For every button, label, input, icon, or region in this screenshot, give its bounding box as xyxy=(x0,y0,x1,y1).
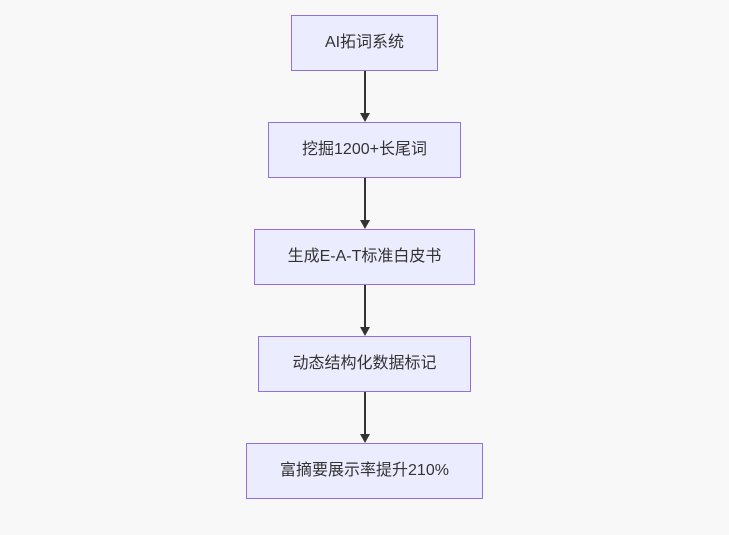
flow-node-ai-keyword-system: AI拓词系统 xyxy=(290,15,439,71)
arrowhead-down-icon xyxy=(359,327,370,336)
flow-node-rich-snippet-result: 富摘要展示率提升210% xyxy=(246,443,483,499)
arrow-line xyxy=(363,392,366,435)
flow-node-longtail-mining: 挖掘1200+长尾词 xyxy=(268,122,461,178)
flow-node-label: AI拓词系统 xyxy=(324,34,405,51)
flow-node-label: 挖掘1200+长尾词 xyxy=(302,141,427,158)
arrow-line xyxy=(363,71,366,114)
flow-node-structured-data-markup: 动态结构化数据标记 xyxy=(258,336,471,392)
flow-node-eat-whitepaper: 生成E-A-T标准白皮书 xyxy=(253,229,476,285)
flow-node-label: 生成E-A-T标准白皮书 xyxy=(287,248,442,265)
flow-edge-3 xyxy=(359,285,370,336)
flow-edge-4 xyxy=(359,392,370,443)
arrow-line xyxy=(363,285,366,328)
flow-node-label: 富摘要展示率提升210% xyxy=(280,462,449,479)
flow-edge-2 xyxy=(359,178,370,229)
arrowhead-down-icon xyxy=(359,434,370,443)
arrow-line xyxy=(363,178,366,221)
flow-edge-1 xyxy=(359,71,370,122)
arrowhead-down-icon xyxy=(359,113,370,122)
flow-node-label: 动态结构化数据标记 xyxy=(292,355,437,372)
arrowhead-down-icon xyxy=(359,220,370,229)
